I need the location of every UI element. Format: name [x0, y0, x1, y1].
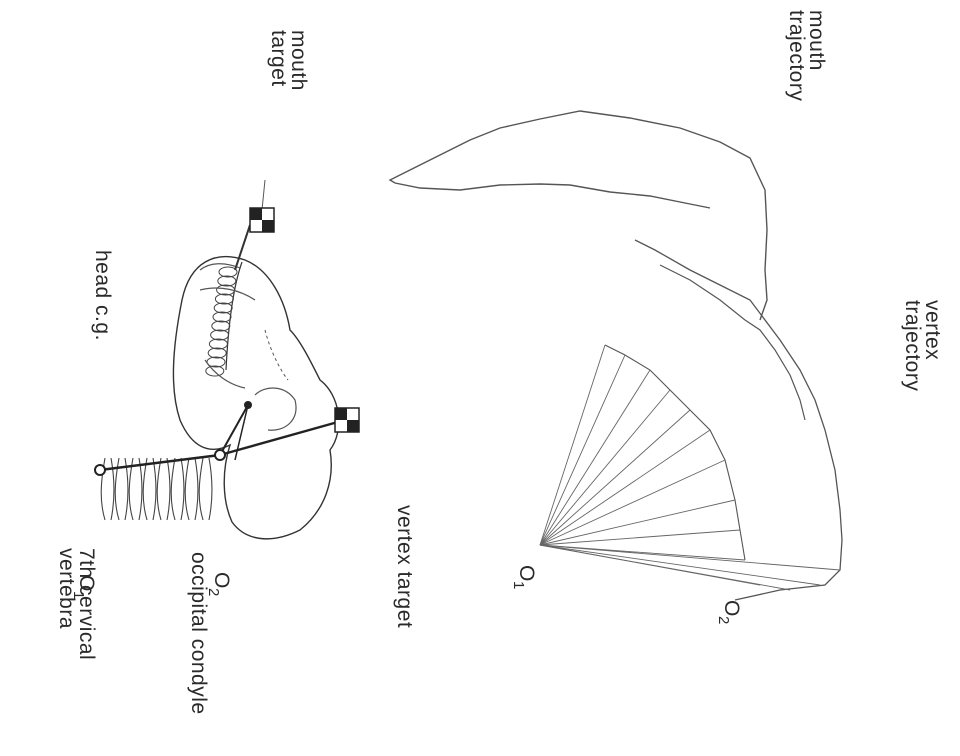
- vertex-target-marker: [335, 408, 359, 432]
- svg-text:trajectory: trajectory: [901, 300, 924, 391]
- radial-line: [540, 390, 670, 545]
- radial-line: [540, 500, 735, 545]
- head-cg-label: head c.g.: [91, 250, 114, 341]
- svg-text:O: O: [210, 572, 233, 589]
- radial-line: [540, 345, 605, 545]
- svg-text:vertebra: vertebra: [55, 548, 78, 629]
- linkage: [95, 180, 345, 475]
- svg-text:occipital condyle: occipital condyle: [187, 552, 210, 715]
- mouth-target-label: mouth target: [267, 30, 310, 91]
- vertebra: [157, 458, 170, 520]
- svg-text:1: 1: [510, 581, 527, 589]
- teeth: [206, 267, 237, 376]
- tooth: [215, 294, 233, 304]
- tooth: [208, 348, 226, 358]
- tooth: [213, 312, 231, 322]
- svg-text:head c.g.: head c.g.: [91, 250, 114, 341]
- svg-text:2: 2: [715, 616, 732, 624]
- svg-text:trajectory: trajectory: [785, 10, 808, 101]
- tooth: [219, 267, 237, 277]
- vertex-target-label: vertex target: [393, 505, 416, 628]
- radial-line: [540, 545, 790, 590]
- mouth-trajectory-path: [390, 111, 767, 320]
- mouth-target-marker: [250, 208, 274, 232]
- o1-right-label: O 1: [510, 565, 538, 589]
- tooth: [212, 321, 230, 331]
- vertex-trajectory-label: vertex trajectory: [901, 300, 944, 391]
- vertebra: [185, 458, 198, 520]
- svg-text:O: O: [720, 600, 743, 617]
- tooth: [218, 276, 236, 286]
- seventh-cervical-label: 7th cervical vertebra: [55, 548, 98, 660]
- vertex-trajectory-path: [605, 240, 842, 600]
- occipital-condyle-label: occipital condyle: [187, 552, 210, 715]
- vertebra: [199, 458, 212, 520]
- radial-line: [540, 370, 650, 545]
- vertebra: [143, 458, 156, 520]
- radial-line: [540, 460, 725, 545]
- svg-text:O: O: [515, 565, 538, 582]
- tooth: [214, 303, 232, 313]
- tooth: [211, 330, 229, 340]
- tooth: [209, 339, 227, 349]
- svg-text:target: target: [267, 30, 290, 87]
- radial-lines-fan: [540, 345, 840, 590]
- radial-line: [540, 530, 740, 545]
- svg-text:vertex target: vertex target: [393, 505, 416, 628]
- vertebra: [171, 458, 184, 520]
- mouth-trajectory-label: mouth trajectory: [785, 10, 828, 101]
- o2-right-label: O 2: [715, 600, 743, 624]
- radial-line: [540, 410, 690, 545]
